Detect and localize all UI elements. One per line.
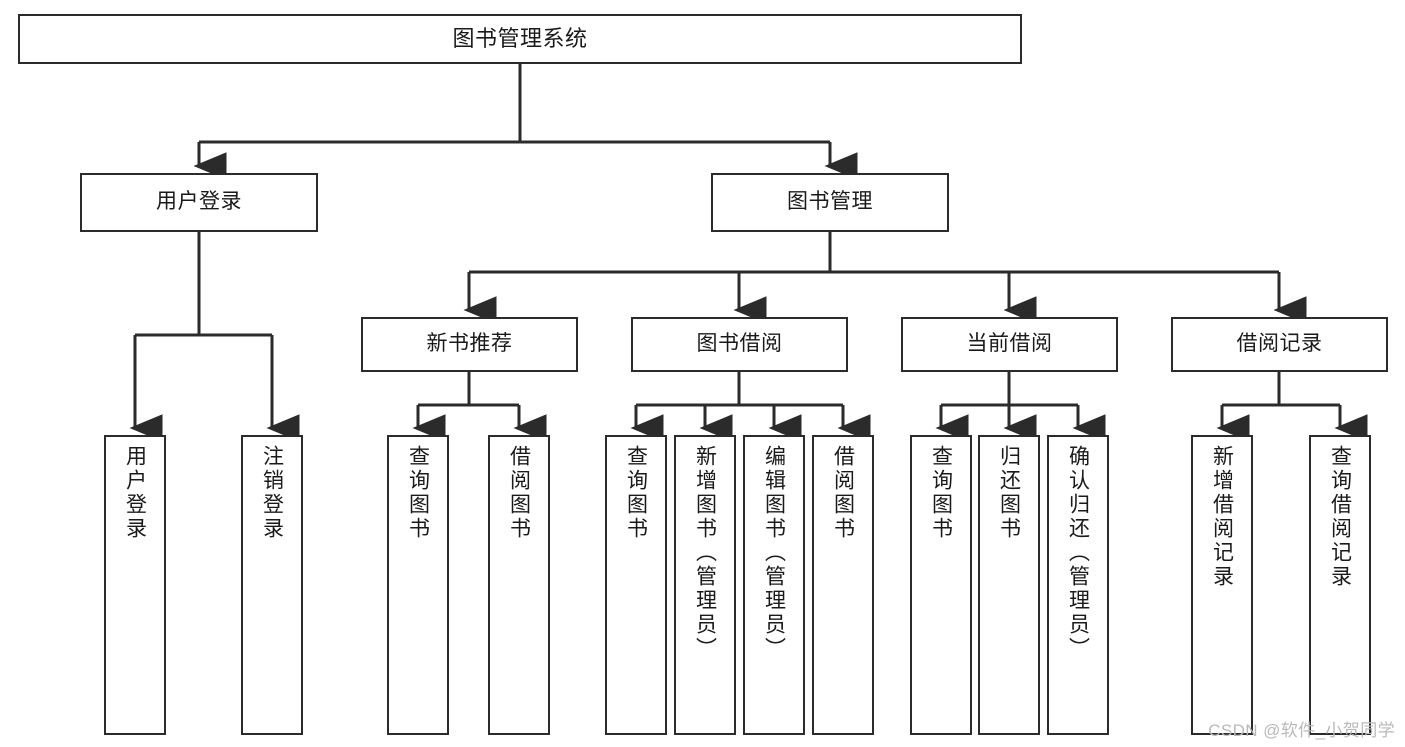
- node-label: 用户登录: [123, 445, 147, 541]
- node-root-book-management-system[interactable]: 图书管理系统: [18, 14, 1022, 64]
- node-book-management[interactable]: 图书管理: [711, 173, 949, 232]
- node-label: 确认归还（管理员）: [1066, 445, 1090, 661]
- node-label: 图书管理: [787, 190, 873, 214]
- node-leaf-user-login[interactable]: 用户登录: [104, 435, 166, 735]
- node-label: 查询图书: [929, 445, 953, 541]
- node-leaf-query-book-1[interactable]: 查询图书: [387, 435, 449, 735]
- node-label: 注销登录: [260, 445, 284, 541]
- node-user-login[interactable]: 用户登录: [80, 173, 318, 232]
- node-leaf-query-book-2[interactable]: 查询图书: [605, 435, 667, 735]
- node-label: 借阅图书: [507, 445, 531, 541]
- node-leaf-query-borrow-record[interactable]: 查询借阅记录: [1309, 435, 1371, 735]
- node-label: 当前借阅: [966, 332, 1053, 356]
- node-label: 编辑图书（管理员）: [762, 445, 786, 661]
- node-current-borrow[interactable]: 当前借阅: [901, 317, 1118, 372]
- node-book-borrow[interactable]: 图书借阅: [631, 317, 848, 372]
- node-leaf-edit-book-admin[interactable]: 编辑图书（管理员）: [743, 435, 805, 735]
- csdn-watermark: CSDN @软件_小贺同学: [1208, 721, 1395, 740]
- node-label: 图书借阅: [696, 332, 783, 356]
- node-leaf-borrow-book-1[interactable]: 借阅图书: [488, 435, 550, 735]
- node-label: 用户登录: [156, 190, 242, 214]
- node-label: 查询图书: [624, 445, 648, 541]
- node-leaf-borrow-book-2[interactable]: 借阅图书: [812, 435, 874, 735]
- node-borrow-record[interactable]: 借阅记录: [1171, 317, 1388, 372]
- node-label: 新增借阅记录: [1210, 445, 1234, 589]
- node-leaf-add-borrow-record[interactable]: 新增借阅记录: [1191, 435, 1253, 735]
- node-label: 图书管理系统: [452, 26, 588, 52]
- node-label: 借阅记录: [1236, 332, 1323, 356]
- node-leaf-logout-login[interactable]: 注销登录: [241, 435, 303, 735]
- node-label: 借阅图书: [831, 445, 855, 541]
- node-leaf-confirm-return-admin[interactable]: 确认归还（管理员）: [1047, 435, 1109, 735]
- node-leaf-return-book[interactable]: 归还图书: [978, 435, 1040, 735]
- node-label: 新书推荐: [426, 332, 513, 356]
- node-leaf-query-book-3[interactable]: 查询图书: [910, 435, 972, 735]
- node-new-book-recommend[interactable]: 新书推荐: [361, 317, 578, 372]
- node-label: 归还图书: [997, 445, 1021, 541]
- node-leaf-add-book-admin[interactable]: 新增图书（管理员）: [674, 435, 736, 735]
- node-label: 新增图书（管理员）: [693, 445, 717, 661]
- node-label: 查询借阅记录: [1328, 445, 1352, 589]
- node-label: 查询图书: [406, 445, 430, 541]
